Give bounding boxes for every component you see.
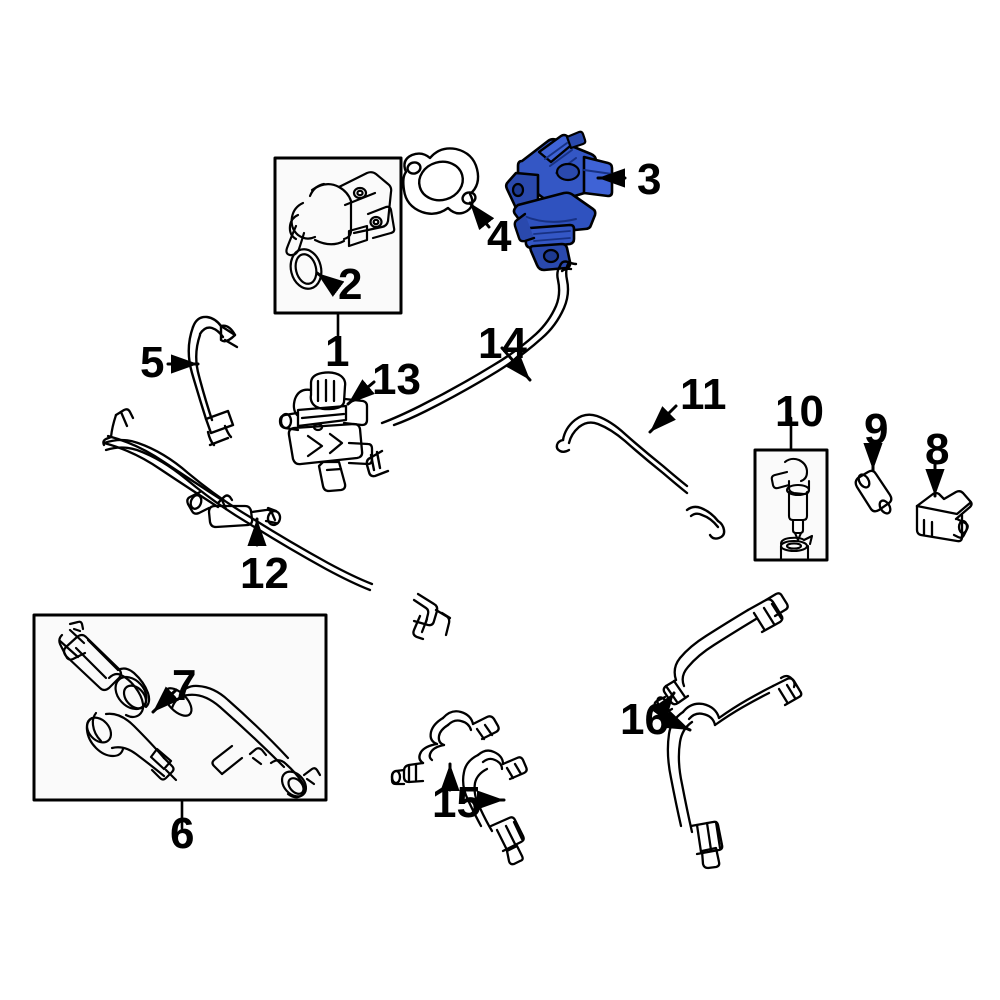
part-4-gasket	[402, 147, 480, 215]
part-6-pcv-kit-lower	[163, 684, 322, 799]
callout-label-14[interactable]: 14	[478, 319, 527, 368]
part-9-connector-hose	[854, 469, 893, 515]
callout-13-arrow	[346, 379, 376, 406]
callout-label-6[interactable]: 6	[170, 809, 195, 858]
callout-label-7[interactable]: 7	[172, 661, 197, 710]
callout-7-arrow	[151, 686, 180, 714]
part-2-o-ring	[289, 248, 323, 290]
callout-14-arrow	[500, 346, 532, 382]
callout-label-16[interactable]: 16	[620, 695, 669, 744]
part-3-egr-valve-highlighted	[504, 130, 614, 272]
callout-label-15[interactable]: 15	[432, 778, 481, 827]
callout-label-12[interactable]: 12	[240, 549, 289, 598]
part-6-pcv-kit-upper	[58, 620, 151, 719]
part-14-egr-vacuum-hose	[365, 260, 578, 478]
callout-label-3[interactable]: 3	[637, 155, 662, 204]
callout-label-9[interactable]: 9	[864, 405, 889, 454]
callout-label-10[interactable]: 10	[775, 387, 824, 436]
part-16-oxygen-sensor-a	[653, 592, 789, 716]
callout-4-arrow	[468, 201, 495, 231]
callout-label-2[interactable]: 2	[338, 260, 363, 309]
part-5-egr-tube	[187, 315, 239, 447]
part-13-purge-control-valve	[278, 371, 374, 493]
callout-2-arrow	[315, 271, 345, 297]
callout-label-8[interactable]: 8	[925, 425, 950, 474]
callout-label-13[interactable]: 13	[372, 355, 421, 404]
callout-11-arrow	[648, 404, 678, 434]
part-16-oxygen-sensor-b	[666, 674, 803, 870]
callout-16-arrow-b	[657, 710, 692, 732]
part-7-pcv-valve	[85, 711, 178, 782]
part-1-egr-valve-assembly	[285, 171, 396, 257]
part-10-fuel-injector	[770, 457, 814, 562]
part-11-vacuum-hose	[555, 413, 726, 540]
callout-label-4[interactable]: 4	[487, 212, 512, 261]
part-15-oxygen-sensor-a	[390, 710, 528, 866]
callout-label-5[interactable]: 5	[140, 338, 165, 387]
part-8-purge-solenoid	[915, 490, 973, 543]
callout-label-1[interactable]: 1	[325, 327, 350, 376]
part-12-fuel-line-assembly	[102, 408, 452, 641]
callout-label-11[interactable]: 11	[680, 370, 727, 419]
box-6-frame	[32, 613, 328, 830]
